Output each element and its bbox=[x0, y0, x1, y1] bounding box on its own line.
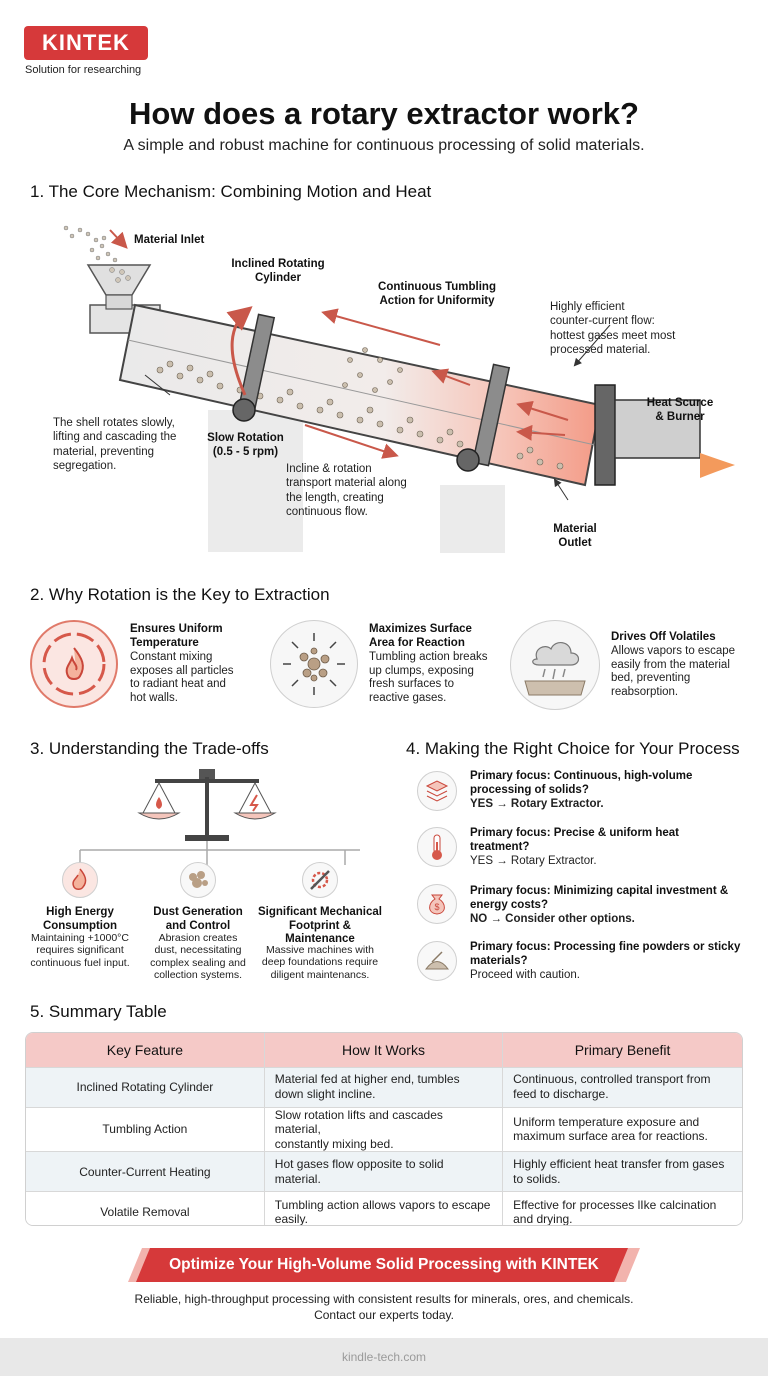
stacked-layers-icon bbox=[417, 771, 457, 811]
choice-2-answer: YES → Rotary Extractor. bbox=[470, 855, 597, 867]
label-shell-rotates: The shell rotates slowly, lifting and ca… bbox=[53, 417, 177, 473]
benefit-1-title: Ensures Uniform Temperature bbox=[130, 623, 223, 649]
table-cell: Continuous, controlled transport from fe… bbox=[502, 1066, 742, 1107]
table-cell: Volatile Removal bbox=[26, 1191, 265, 1225]
table-cell: Material fed at higher end, tumbles down… bbox=[264, 1066, 504, 1107]
table-row: Counter-Current Heating Hot gases flow o… bbox=[26, 1151, 742, 1192]
section-3-heading: 3. Understanding the Trade-offs bbox=[30, 739, 269, 758]
cta-text: Reliable, high-throughput processing wit… bbox=[134, 1292, 634, 1322]
benefit-2-title: Maximizes Surface Area for Reaction bbox=[369, 623, 472, 649]
powder-pile-icon bbox=[417, 941, 457, 981]
support-pier-left bbox=[208, 410, 303, 552]
choice-1-title: Primary focus: Continuous, high-volume p… bbox=[470, 770, 693, 796]
table-cell: Counter-Current Heating bbox=[26, 1151, 265, 1192]
label-incline-transport: Incline & rotation transport material al… bbox=[286, 463, 407, 519]
rotary-extractor-diagram bbox=[63, 225, 735, 553]
wrench-gear-icon bbox=[302, 862, 338, 898]
table-cell: Slow rotation lifts and cascades materia… bbox=[264, 1106, 504, 1152]
page-subtitle: A simple and robust machine for continuo… bbox=[123, 137, 645, 154]
money-bag-icon: $ bbox=[417, 884, 457, 924]
table-header: Key Feature bbox=[26, 1033, 265, 1067]
section-2-heading: 2. Why Rotation is the Key to Extraction bbox=[30, 585, 330, 604]
balance-scale-icon bbox=[79, 769, 360, 865]
tradeoff-3-title: Significant Mechanical Footprint & Maint… bbox=[258, 906, 382, 946]
support-pier-right bbox=[440, 485, 505, 553]
section-1-heading: 1. The Core Mechanism: Combining Motion … bbox=[30, 182, 432, 201]
dust-icon bbox=[180, 862, 216, 898]
footer-url[interactable]: kindle-tech.com bbox=[0, 1338, 768, 1376]
tradeoff-1-desc: Maintaining +1000°C requires significant… bbox=[30, 932, 130, 969]
particles-arrows-icon bbox=[270, 620, 358, 708]
summary-table: Key Feature How It Works Primary Benefit… bbox=[25, 1032, 743, 1226]
benefit-3-title: Drives Off Volatiles bbox=[611, 631, 716, 643]
vapor-cloud-icon bbox=[510, 620, 600, 710]
table-cell: Tumbling Action bbox=[26, 1106, 265, 1152]
logo-tagline: Solution for researching bbox=[25, 64, 142, 76]
choice-4-answer: Proceed with caution. bbox=[470, 969, 580, 981]
tradeoff-2-title: Dust Generation and Control bbox=[153, 906, 243, 932]
table-cell: Inclined Rotating Cylinder bbox=[26, 1066, 265, 1107]
benefit-1-desc: Constant mixing exposes all particles to… bbox=[130, 651, 234, 704]
flame-rotation-icon bbox=[30, 620, 118, 708]
section-4-heading: 4. Making the Right Choice for Your Proc… bbox=[406, 739, 740, 758]
label-tumbling-action: Continuous Tumbling Action for Uniformit… bbox=[378, 281, 496, 307]
label-material-inlet: Material Inlet bbox=[134, 234, 205, 246]
energy-flame-icon bbox=[62, 862, 98, 898]
table-cell: Uniform temperature exposure and maximum… bbox=[502, 1106, 742, 1152]
choice-4-title: Primary focus: Processing fine powders o… bbox=[470, 941, 741, 967]
table-cell: Tumbling action allows vapors to escape … bbox=[264, 1191, 504, 1225]
table-row: Inclined Rotating Cylinder Material fed … bbox=[26, 1066, 742, 1107]
tradeoff-3-desc: Massive machines with deep foundations r… bbox=[261, 944, 379, 981]
table-cell: Hot gases flow opposite to solid materia… bbox=[264, 1151, 504, 1192]
svg-text:$: $ bbox=[434, 902, 439, 912]
choice-3-answer: NO → Consider other options. bbox=[470, 913, 635, 925]
cta-banner[interactable]: Optimize Your High-Volume Solid Processi… bbox=[169, 1256, 599, 1273]
riding-ring-right bbox=[471, 363, 511, 467]
tradeoff-2-desc: Abrasion creates dust, necessitating com… bbox=[150, 932, 246, 982]
choice-1-answer: YES → Rotary Extractor. bbox=[470, 798, 604, 810]
choice-3-title: Primary focus: Minimizing capital invest… bbox=[470, 885, 729, 911]
tradeoff-1-title: High Energy Consumption bbox=[42, 906, 118, 932]
section-5-heading: 5. Summary Table bbox=[30, 1002, 167, 1021]
label-heat-source: Heat Scurce & Burner bbox=[646, 397, 714, 423]
label-inclined-cylinder: Inclined Rotating Cylinder bbox=[231, 258, 325, 284]
cta-banner-bg bbox=[128, 1248, 640, 1282]
table-cell: Highly efficient heat transfer from gase… bbox=[502, 1151, 742, 1192]
table-row: Tumbling Action Slow rotation lifts and … bbox=[26, 1106, 742, 1152]
table-header: Primary Benefit bbox=[502, 1033, 742, 1067]
table-row: Volatile Removal Tumbling action allows … bbox=[26, 1191, 742, 1225]
page-title: How does a rotary extractor work? bbox=[129, 96, 639, 131]
table-cell: Effective for processes lIke calcination… bbox=[502, 1191, 742, 1225]
thermometer-icon bbox=[417, 827, 457, 867]
table-header: How It Works bbox=[264, 1033, 504, 1067]
kintek-logo: KINTEK bbox=[24, 26, 148, 60]
firing-hood bbox=[594, 384, 616, 486]
label-slow-rotation: Slow Rotation (0.5 - 5 rpm) bbox=[207, 432, 284, 458]
label-material-outlet: Material Outlet bbox=[553, 523, 597, 549]
burner-flame bbox=[700, 453, 735, 478]
benefit-2-desc: Tumbling action breaks up clumps, exposi… bbox=[369, 651, 488, 704]
benefit-3-desc: Allows vapors to escape easily from the … bbox=[611, 645, 736, 698]
label-counter-current: Highly efficient counter-current flow: h… bbox=[550, 301, 676, 357]
burner bbox=[614, 399, 701, 459]
choice-2-title: Primary focus: Precise & uniform heat tr… bbox=[470, 827, 679, 853]
